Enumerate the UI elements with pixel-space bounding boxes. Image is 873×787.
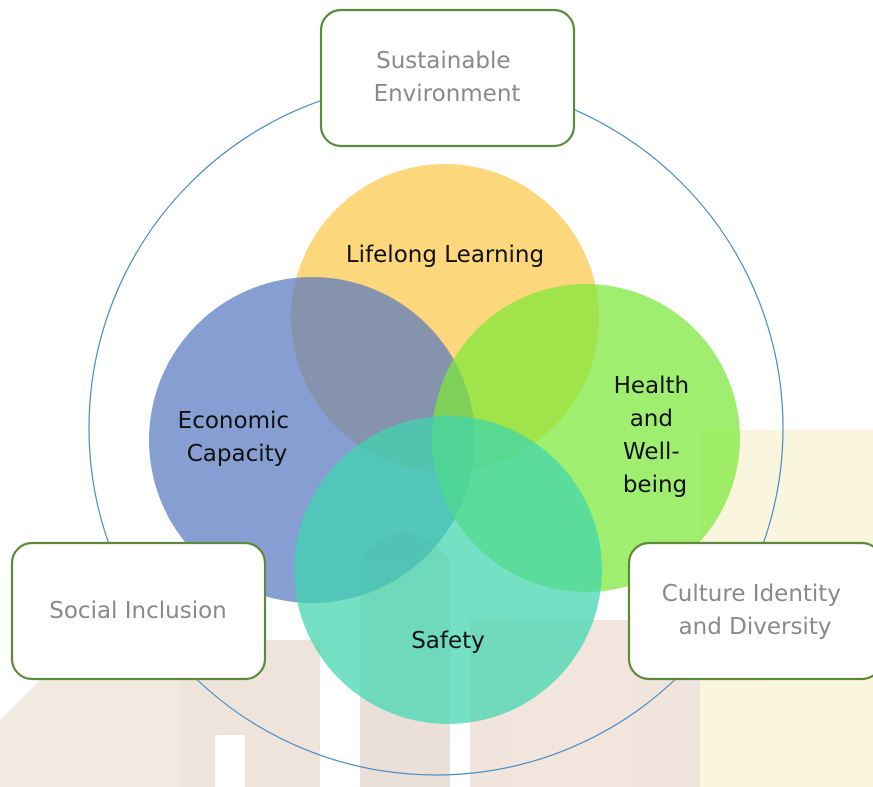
box-social-inclusion-label: Social Inclusion bbox=[49, 598, 227, 624]
label-safety: Safety bbox=[411, 628, 485, 654]
box-culture-identity-frame bbox=[627, 541, 873, 681]
box-sustainable-environment-frame bbox=[319, 8, 576, 148]
box-culture-identity-label: Culture Identity and Diversity bbox=[662, 581, 849, 640]
venn-circles bbox=[149, 164, 740, 724]
label-lifelong-learning: Lifelong Learning bbox=[346, 242, 544, 268]
box-culture-identity: Culture Identity and Diversity bbox=[627, 541, 873, 681]
label-health-wellbeing: Health and Well- being bbox=[614, 373, 697, 498]
label-economic-capacity: Economic Capacity bbox=[178, 408, 297, 467]
box-social-inclusion-frame bbox=[10, 541, 267, 681]
box-sustainable-environment-label: Sustainable Environment bbox=[374, 48, 521, 107]
box-social-inclusion: Social Inclusion bbox=[10, 541, 267, 681]
circle-safety bbox=[294, 416, 602, 724]
bg-window bbox=[215, 735, 245, 787]
box-sustainable-environment: Sustainable Environment bbox=[319, 8, 576, 148]
